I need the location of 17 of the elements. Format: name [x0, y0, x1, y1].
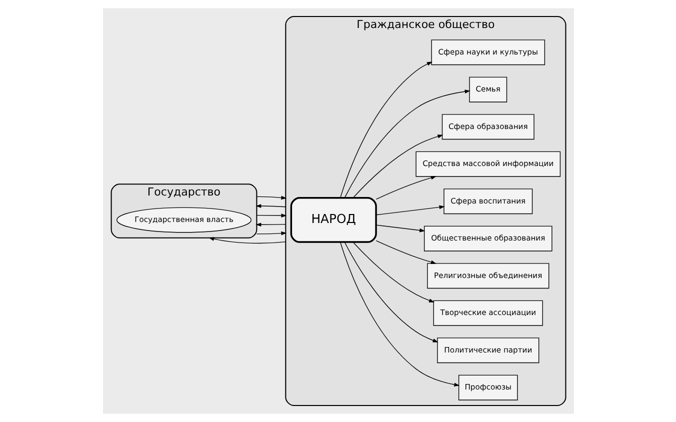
arrow	[339, 62, 432, 198]
arrow	[339, 242, 460, 387]
arrow	[256, 231, 286, 236]
arrow	[375, 205, 444, 216]
arrow	[255, 222, 286, 227]
arrow	[208, 237, 286, 244]
arrow	[344, 90, 470, 198]
arrow	[255, 204, 286, 208]
arrow	[375, 176, 436, 200]
arrow	[375, 224, 425, 232]
node-box: НАРОД	[290, 197, 376, 243]
arrow	[256, 196, 286, 200]
arrow	[352, 242, 434, 302]
arrow	[256, 214, 286, 218]
arrow	[352, 134, 443, 198]
arrow	[344, 242, 438, 342]
arrow	[375, 240, 436, 264]
